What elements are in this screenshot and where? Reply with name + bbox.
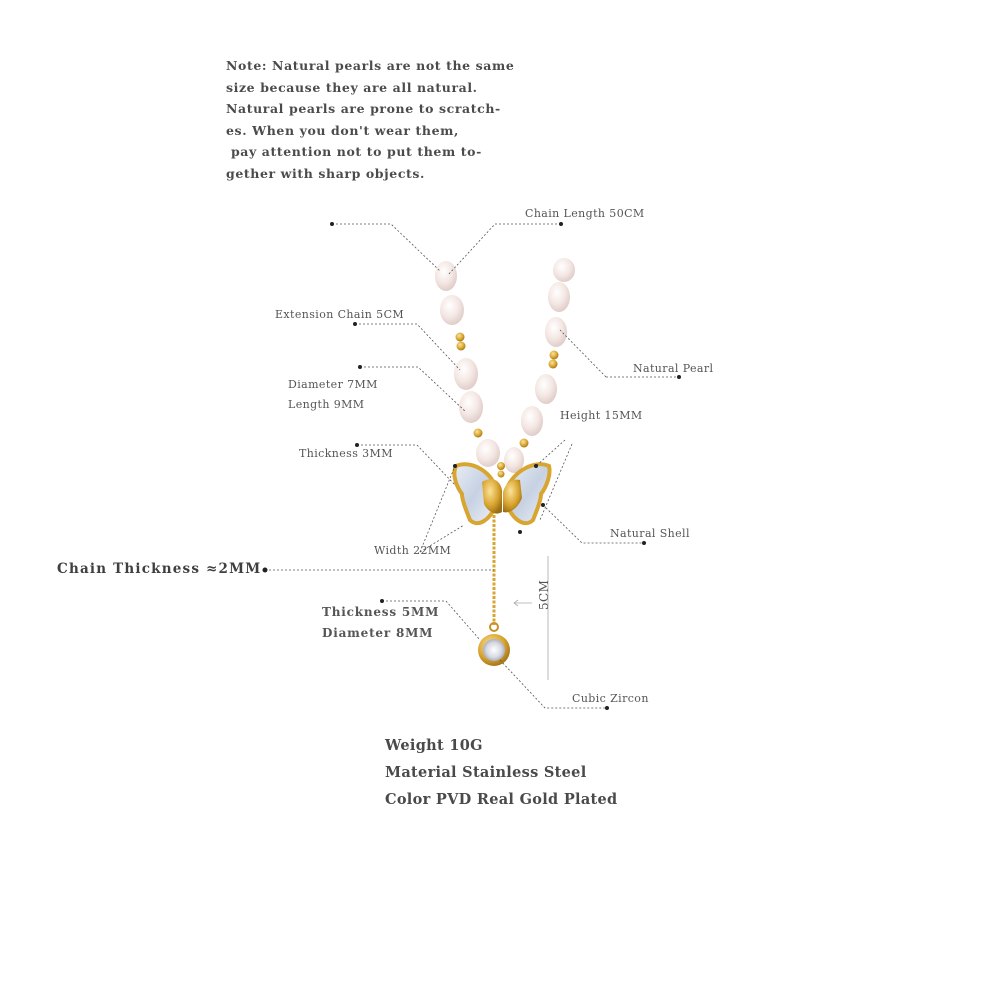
material-spec: Material Stainless Steel	[385, 764, 587, 781]
note-line: gether with sharp objects.	[226, 165, 425, 181]
color-spec: Color PVD Real Gold Plated	[385, 791, 618, 808]
leader-dots	[262, 222, 681, 710]
butterfly-thickness-label: Thickness 3MM	[299, 447, 393, 460]
natural-pearl-label: Natural Pearl	[633, 362, 714, 375]
natural-shell-label: Natural Shell	[610, 527, 690, 540]
drop-dimension-line	[513, 556, 549, 680]
pearl-diameter-label: Diameter 7MM	[288, 378, 378, 391]
chain-thickness-label: Chain Thickness ≈2MM	[57, 561, 262, 577]
extension-chain-label: Extension Chain 5CM	[275, 308, 405, 321]
note-line: es. When you don't wear them,	[226, 122, 459, 138]
drop-length-label: 5CM	[537, 579, 551, 610]
chain-length-label: Chain Length 50CM	[525, 207, 645, 220]
butterfly-pendant	[452, 462, 552, 526]
note-line: pay attention not to put them to-	[226, 144, 482, 159]
pendant-diameter-label: Diameter 8MM	[322, 626, 434, 640]
care-note: Note: Natural pearls are not the same si…	[226, 55, 526, 184]
butterfly-width-label: Width 22MM	[374, 544, 452, 557]
note-line: Note: Natural pearls are not the same	[226, 58, 515, 73]
note-line: Natural pearls are prone to scratch-	[226, 101, 501, 116]
zircon-pendant	[478, 634, 510, 666]
note-line: size because they are all natural.	[226, 79, 478, 95]
butterfly-height-label: Height 15MM	[560, 409, 643, 422]
right-pearl-strand	[504, 258, 575, 473]
leader-lines	[265, 223, 679, 709]
cubic-zircon-label: Cubic Zircon	[572, 692, 649, 705]
pearl-length-label: Length 9MM	[288, 398, 365, 411]
left-pearl-strand	[435, 261, 500, 467]
pendant-thickness-label: Thickness 5MM	[322, 605, 440, 619]
weight-spec: Weight 10G	[385, 737, 483, 754]
spec-summary: Weight 10G Material Stainless Steel Colo…	[385, 732, 618, 813]
